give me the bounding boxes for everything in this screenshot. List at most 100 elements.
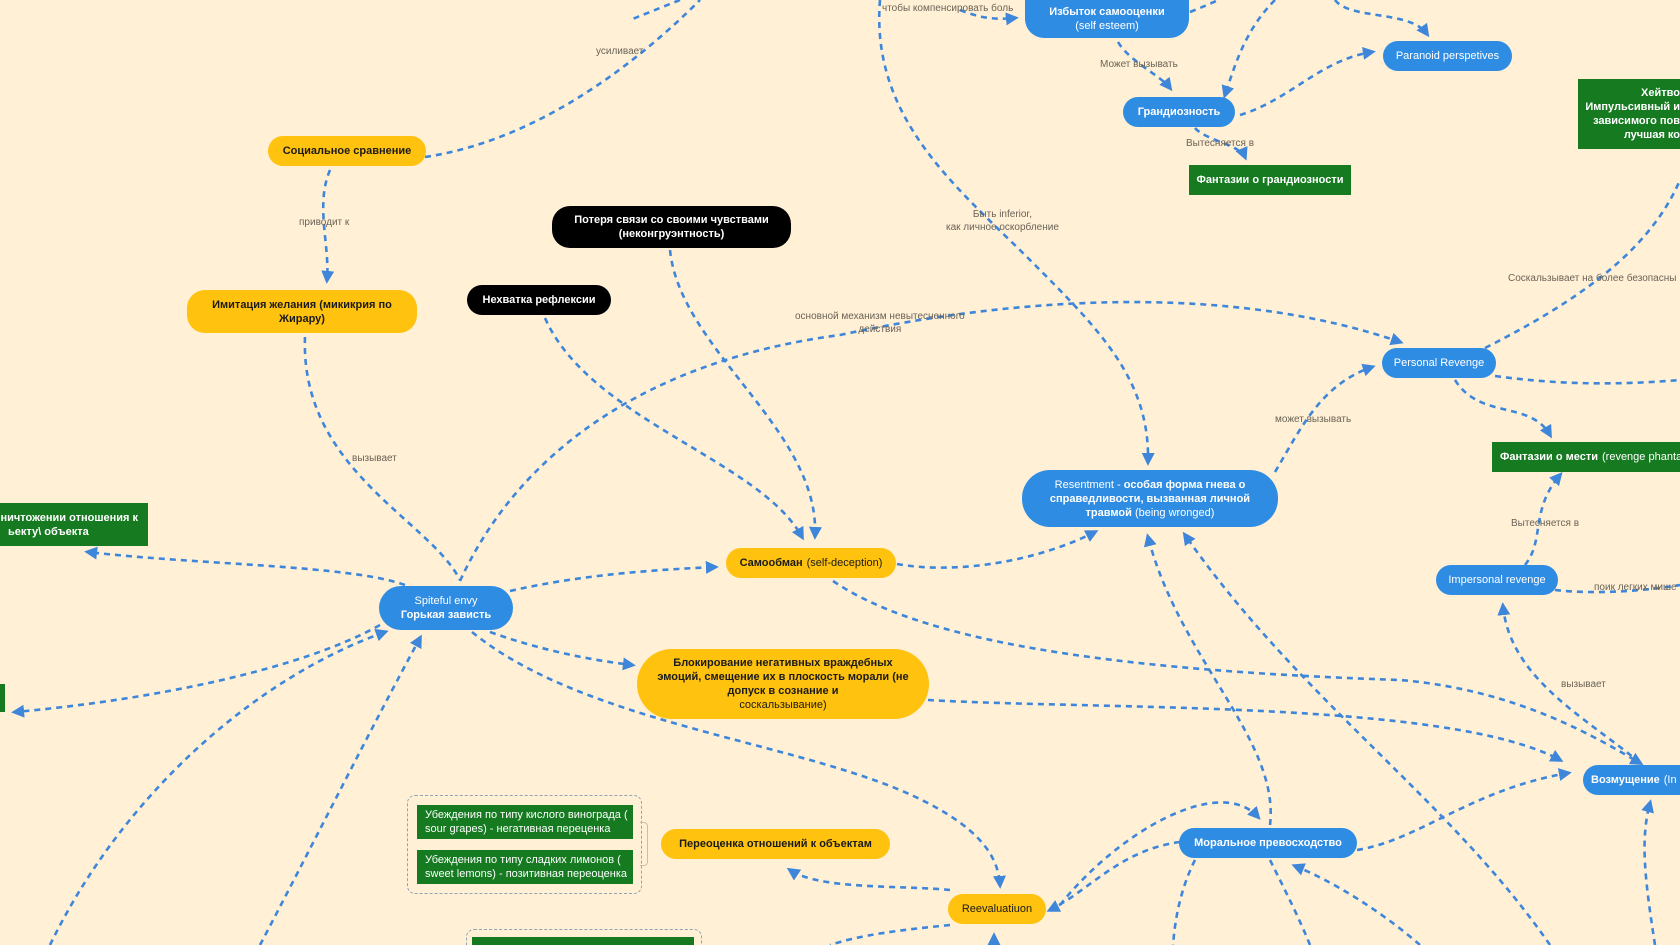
edge-impersonal-to-right	[1554, 583, 1680, 594]
node-blocking-emotions-label: Блокирование негативных враждебных эмоци…	[657, 657, 909, 697]
edge-moral-to-indignation	[1356, 768, 1572, 852]
node-blocking-emotions[interactable]: Блокирование негативных враждебных эмоци…	[637, 649, 929, 719]
edge-up-to-reevaluatiuon	[987, 932, 1001, 945]
node-sour-grapes-line1: Убеждения по типу кислого винограда (	[425, 809, 628, 821]
edge-label-inferior-line2: как личное оскорбление	[946, 222, 1059, 233]
node-blocking-emotions-tail: соскальзывание)	[739, 699, 827, 711]
edge-reevaluatiuon-to-relations	[786, 867, 951, 892]
node-green-left-line2: ьекту\ объекта	[8, 525, 89, 538]
edge-label-displaced-top: Вытесняется в	[1186, 138, 1255, 149]
edge-label-may-cause: может вызывать	[1275, 414, 1352, 425]
node-green-right-line4: лучшая ко	[1623, 129, 1680, 141]
edge-label-compensate: чтобы компенсировать боль	[882, 3, 1014, 14]
bottom-group-frame	[466, 929, 702, 945]
node-indignation-label: Возмущение	[1591, 774, 1660, 786]
beliefs-group-frame	[407, 795, 642, 894]
edge-indignation-to-impersonal	[1497, 602, 1641, 764]
node-resentment-lead: Resentment -	[1054, 478, 1124, 491]
bottom-group-node	[472, 937, 694, 945]
edge-label-slides: Соскальзывает на более безопасны	[1508, 273, 1677, 284]
edge-label-mechanism: основной механизм невытесненного действи…	[795, 310, 965, 336]
edge-social-to-imitation	[321, 169, 335, 284]
node-green-left[interactable]: ничтожении отношения к ьекту\ объекта	[0, 503, 148, 546]
edge-top-to-resentment	[877, 0, 1155, 466]
edge-label-search-easy: поик легких мише	[1594, 582, 1677, 593]
edge-compensate	[959, 8, 1019, 26]
node-self-deception-en: (self-deception)	[806, 557, 883, 569]
node-grandiosity[interactable]: Грандиозность	[1123, 97, 1235, 127]
node-green-right-line1: Хейтво	[1641, 87, 1680, 99]
node-green-right-line2: Импульсивный и	[1585, 101, 1680, 113]
edge-envy-to-personal-revenge	[458, 300, 1404, 582]
node-green-right[interactable]: Хейтво Импульсивный и зависимого пов луч…	[1578, 79, 1680, 149]
edge-label-mechanism-line2: действия	[858, 324, 902, 335]
edge-bottom-to-envy	[48, 628, 389, 945]
node-excess-self-esteem[interactable]: Избыток самооценки (self esteem)	[1025, 0, 1189, 38]
node-fantasy-revenge[interactable]: Фантазии о мести (revenge phantas	[1492, 442, 1680, 472]
edge-selfesteem-to-top	[1189, 0, 1219, 14]
edge-label-usilivaet: усиливает	[596, 46, 644, 57]
edge-personal-revenge-to-right	[1494, 374, 1680, 385]
edge-envy-to-reevaluatiuon	[471, 630, 1006, 889]
node-sour-grapes-line2: sour grapes) - негативная переценка	[425, 823, 611, 835]
node-reevaluatiuon[interactable]: Reevaluatiuon	[948, 894, 1046, 924]
edge-label-vyzyvaet-right: вызывает	[1561, 679, 1606, 690]
edge-reevaluatiuon-down	[829, 923, 951, 945]
node-personal-revenge[interactable]: Personal Revenge	[1382, 348, 1496, 378]
node-excess-self-esteem-en: (self esteem)	[1075, 20, 1139, 32]
node-resentment[interactable]: Resentment - особая форма гнева о справе…	[1022, 470, 1278, 527]
node-sour-grapes[interactable]: Убеждения по типу кислого винограда ( so…	[417, 805, 633, 839]
edge-personal-revenge-to-top-right	[1484, 179, 1680, 350]
edge-envy-to-bottom-left	[11, 623, 381, 718]
node-lack-reflection[interactable]: Нехватка рефлексии	[467, 285, 611, 315]
edge-impersonal-to-fantasy-revenge	[1523, 472, 1563, 566]
node-spiteful-envy-ru: Горькая зависть	[400, 609, 492, 621]
edge-imitation-to-envy	[303, 336, 462, 581]
edge-feelings-to-selfdeception	[668, 249, 822, 540]
node-indignation-tail: (In	[1663, 774, 1677, 786]
edge-grandiosity-to-paranoid	[1239, 46, 1376, 117]
edge-envy-to-selfdeception	[509, 560, 719, 593]
node-imitation-desire[interactable]: Имитация желания (микикрия по Жирару)	[187, 290, 417, 333]
node-sweet-lemons-line2: sweet lemons) - позитивная переоценка	[425, 868, 628, 880]
node-resentment-bold: особая форма гнева о справедливости, выз…	[1049, 478, 1251, 519]
edge-selfdeception-to-resentment	[896, 530, 1099, 569]
edge-label-vyzyvaet: вызывает	[352, 453, 397, 464]
node-loss-of-feelings[interactable]: Потеря связи со своими чувствами (неконг…	[552, 206, 791, 248]
node-green-left-stub[interactable]	[0, 684, 5, 712]
edge-bottom-right-to-indignation	[1641, 799, 1657, 945]
node-green-left-line1: ничтожении отношения к	[0, 511, 138, 524]
edge-moral-self-loop	[1058, 801, 1261, 906]
node-resentment-tail: (being wronged)	[1134, 506, 1215, 519]
edge-moral-down-1	[1171, 859, 1197, 945]
node-fantasy-revenge-en: (revenge phantas	[1602, 451, 1680, 463]
edge-bottom-to-moral	[1291, 863, 1421, 945]
edge-personal-revenge-to-fantasy-revenge	[1453, 379, 1552, 439]
edge-selfesteem-to-grandiosity	[1116, 41, 1173, 92]
edge-label-inferior-line1: Быть inferior,	[972, 209, 1032, 220]
node-spiteful-envy[interactable]: Spiteful envy Горькая зависть	[379, 586, 513, 630]
node-reevaluation-relations[interactable]: Переоценка отношений к объектам	[661, 829, 890, 859]
node-paranoid[interactable]: Paranoid perspetives	[1383, 41, 1512, 71]
edge-label-may-cause-top: Может вызывать	[1100, 59, 1178, 70]
edge-blocking-to-indignation	[927, 698, 1564, 762]
node-social-comparison[interactable]: Социальное сравнение	[268, 136, 426, 166]
node-moral-superiority[interactable]: Моральное превосходство	[1179, 828, 1357, 858]
node-impersonal-revenge[interactable]: Impersonal revenge	[1436, 565, 1558, 595]
edge-moral-down-2	[1268, 859, 1312, 945]
edge-envy-to-green-left	[84, 546, 406, 587]
node-excess-self-esteem-label: Избыток самооценки	[1049, 6, 1165, 18]
edge-top-to-grandiosity	[1221, 0, 1276, 99]
node-sweet-lemons[interactable]: Убеждения по типу сладких лимонов ( swee…	[417, 850, 633, 884]
beliefs-group-brace	[640, 822, 648, 866]
edge-grandiosity-to-fantasy	[1194, 127, 1248, 161]
node-self-deception[interactable]: Самообман (self-deception)	[726, 548, 896, 578]
node-sweet-lemons-line1: Убеждения по типу сладких лимонов (	[425, 854, 621, 866]
node-green-right-line3: зависимого пов	[1593, 115, 1680, 127]
node-indignation[interactable]: Возмущение (In	[1583, 765, 1680, 795]
edge-moral-to-resentment	[1144, 533, 1272, 826]
edge-moral-to-reevaluatiuon	[1046, 840, 1181, 912]
edge-bottom-to-resentment	[1182, 531, 1552, 945]
node-fantasy-grandiosity[interactable]: Фантазии о грандиозности	[1189, 165, 1351, 195]
